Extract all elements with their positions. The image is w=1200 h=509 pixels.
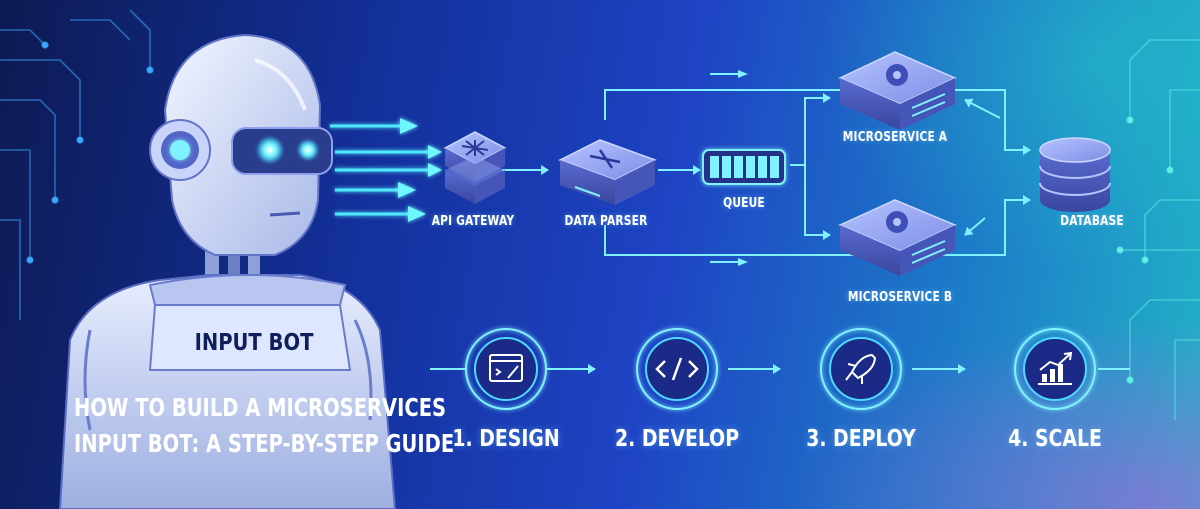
database-node: [1039, 137, 1111, 212]
step-deploy-circle: [820, 328, 902, 410]
robot-illustration: [58, 33, 397, 509]
flow-connectors: [502, 89, 1031, 256]
step-design-circle: [465, 328, 547, 410]
step-develop-circle: [636, 328, 718, 410]
circuit-traces-left: [0, 9, 154, 320]
microservice-a-node: [838, 51, 957, 130]
title-line-1: HOW TO BUILD A MICROSERVICES: [74, 393, 447, 422]
input-arrowheads: [398, 118, 442, 222]
page-title: HOW TO BUILD A MICROSERVICES INPUT BOT: …: [74, 390, 454, 462]
step-deploy-label: 3. DEPLOY: [806, 426, 916, 452]
step-scale-label: 4. SCALE: [1008, 426, 1102, 452]
microservice-a-label: MICROSERVICE A: [842, 130, 948, 145]
robot-label: INPUT BOT: [194, 330, 314, 356]
queue-label: QUEUE: [723, 196, 765, 211]
microservice-b-node: [838, 199, 957, 276]
circuit-traces-right: [1116, 39, 1200, 420]
connector-arrowheads-extra: [738, 70, 748, 266]
step-scale-circle: [1014, 328, 1096, 410]
microservice-b-label: MICROSERVICE B: [847, 290, 953, 305]
step-design-label: 1. DESIGN: [452, 426, 560, 452]
title-line-2: INPUT BOT: A STEP-BY-STEP GUIDE: [74, 429, 455, 458]
connector-short-lines: [710, 73, 740, 263]
api-gateway-label: API GATEWAY: [431, 214, 515, 229]
step-develop-label: 2. DEVELOP: [614, 426, 740, 452]
data-parser-node: [558, 139, 657, 205]
queue-node: [702, 149, 786, 185]
api-gateway-node: [443, 131, 507, 204]
database-label: DATABASE: [1060, 214, 1124, 229]
data-parser-label: DATA PARSER: [564, 214, 648, 229]
input-streams: [330, 124, 430, 216]
